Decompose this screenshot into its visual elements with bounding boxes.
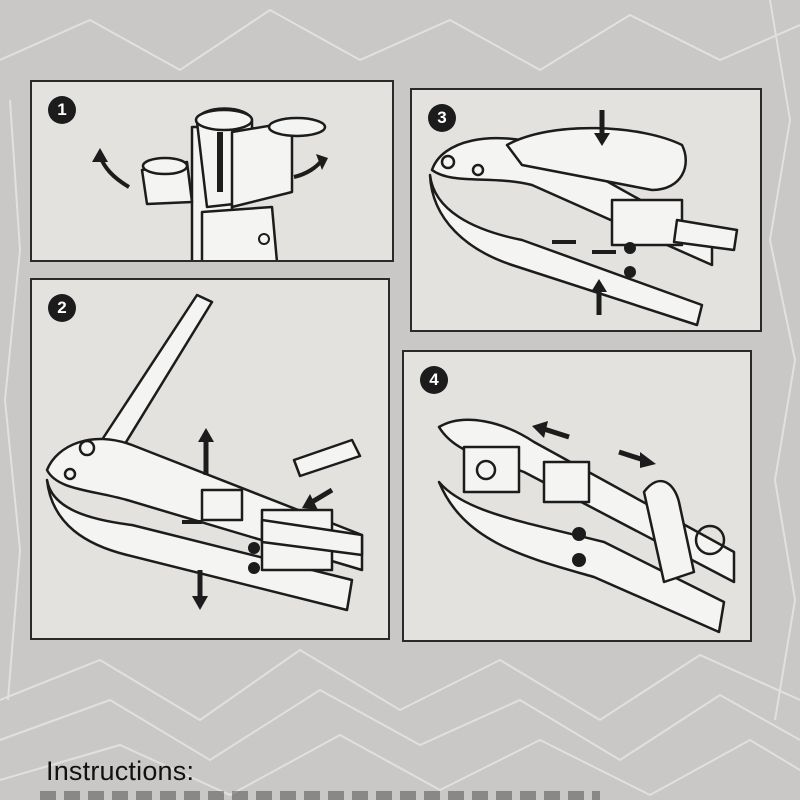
- step-number-badge: 3: [428, 104, 456, 132]
- step-2-panel: 2: [30, 278, 390, 640]
- step-number-badge: 1: [48, 96, 76, 124]
- step-number-badge: 2: [48, 294, 76, 322]
- step-1-illustration: [92, 107, 328, 260]
- rotate-right-arrow-icon: [293, 158, 324, 179]
- step-3-illustration: [428, 110, 739, 327]
- cropped-text-line: [40, 791, 600, 800]
- arrow-right-icon: [618, 449, 645, 463]
- step-3-panel: 3: [410, 88, 762, 332]
- step-2-illustration: [45, 293, 364, 612]
- step-1-panel: 1: [30, 80, 394, 262]
- arrow-insert-icon: [310, 487, 334, 505]
- instructions-heading: Instructions:: [46, 756, 195, 786]
- arrow-left-icon: [543, 426, 570, 440]
- step-number-badge: 4: [420, 366, 448, 394]
- step-4-illustration: [437, 418, 736, 634]
- step-4-panel: 4: [402, 350, 752, 642]
